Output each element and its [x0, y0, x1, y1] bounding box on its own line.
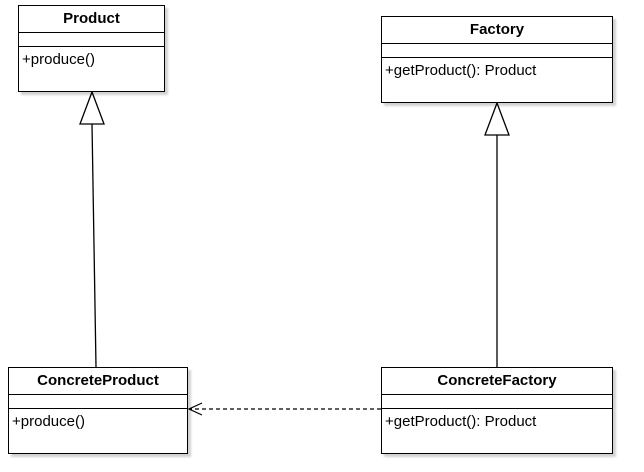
operations-compartment: +produce() [19, 46, 164, 76]
class-product[interactable]: Product +produce() [18, 5, 165, 92]
operations-compartment: +produce() [9, 408, 187, 438]
class-factory[interactable]: Factory +getProduct(): Product [381, 16, 613, 103]
attributes-compartment [382, 394, 612, 408]
operation: +produce() [22, 51, 95, 68]
operation: +produce() [12, 413, 85, 430]
class-name: Factory [469, 21, 525, 38]
dependency-arrowhead [187, 402, 203, 416]
class-concrete-product[interactable]: ConcreteProduct +produce() [8, 367, 188, 454]
generalization-arrowhead-product [79, 90, 105, 125]
class-name: Product [63, 10, 120, 27]
class-concrete-factory[interactable]: ConcreteFactory +getProduct(): Product [381, 367, 613, 454]
generalization-line-product [91, 123, 97, 368]
attributes-compartment [19, 32, 164, 46]
class-name: ConcreteProduct [37, 372, 159, 389]
generalization-arrowhead-factory [484, 101, 510, 136]
class-name: ConcreteFactory [437, 372, 557, 389]
attributes-compartment [382, 43, 612, 57]
operations-compartment: +getProduct(): Product [382, 57, 612, 87]
operations-compartment: +getProduct(): Product [382, 408, 612, 438]
operation: +getProduct(): Product [385, 62, 537, 79]
operation: +getProduct(): Product [385, 413, 537, 430]
attributes-compartment [9, 394, 187, 408]
